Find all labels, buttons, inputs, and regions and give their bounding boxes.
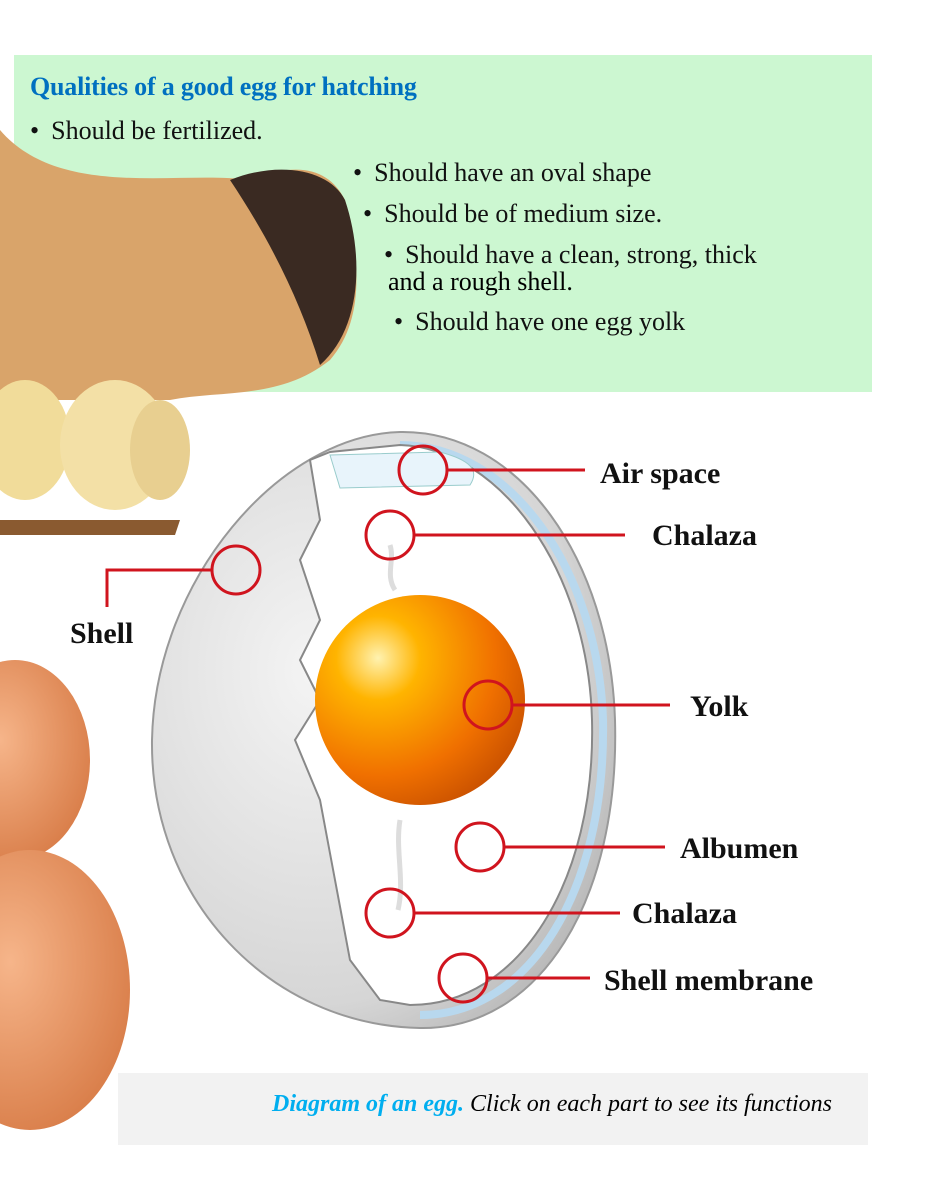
caption-text: Click on each part to see its functions bbox=[470, 1091, 832, 1117]
label-shell[interactable]: Shell bbox=[70, 617, 133, 650]
quality-item: Should have an oval shape bbox=[353, 160, 651, 186]
quality-item: Should have one egg yolk bbox=[394, 309, 685, 335]
label-air-space[interactable]: Air space bbox=[600, 457, 720, 490]
caption-bar: Diagram of an egg. Click on each part to… bbox=[118, 1073, 868, 1145]
quality-item: Should be fertilized. bbox=[30, 118, 263, 144]
shell-membrane-hotspot[interactable] bbox=[437, 952, 590, 1004]
qualities-title: Qualities of a good egg for hatching bbox=[30, 72, 417, 101]
chalaza-top-hotspot[interactable] bbox=[364, 509, 625, 561]
label-chalaza-top[interactable]: Chalaza bbox=[652, 519, 757, 552]
label-yolk[interactable]: Yolk bbox=[690, 690, 749, 723]
yolk-hotspot[interactable] bbox=[462, 679, 670, 731]
label-chalaza-bottom[interactable]: Chalaza bbox=[632, 897, 737, 930]
caption-highlight: Diagram of an egg. bbox=[272, 1091, 465, 1117]
shell-hotspot[interactable] bbox=[105, 544, 262, 607]
quality-item: Should be of medium size. bbox=[363, 201, 662, 227]
eggs-image bbox=[0, 660, 130, 1130]
albumen-hotspot[interactable] bbox=[454, 821, 665, 873]
yolk-shape[interactable] bbox=[315, 595, 525, 805]
air-space-hotspot[interactable] bbox=[397, 444, 585, 496]
hen-image bbox=[0, 130, 357, 535]
quality-item: Should have a clean, strong, thick bbox=[384, 242, 757, 268]
label-shell-membrane[interactable]: Shell membrane bbox=[604, 964, 813, 997]
chalaza-bottom-hotspot[interactable] bbox=[364, 887, 620, 939]
label-albumen[interactable]: Albumen bbox=[680, 832, 799, 865]
quality-item-continued: and a rough shell. bbox=[388, 267, 573, 296]
